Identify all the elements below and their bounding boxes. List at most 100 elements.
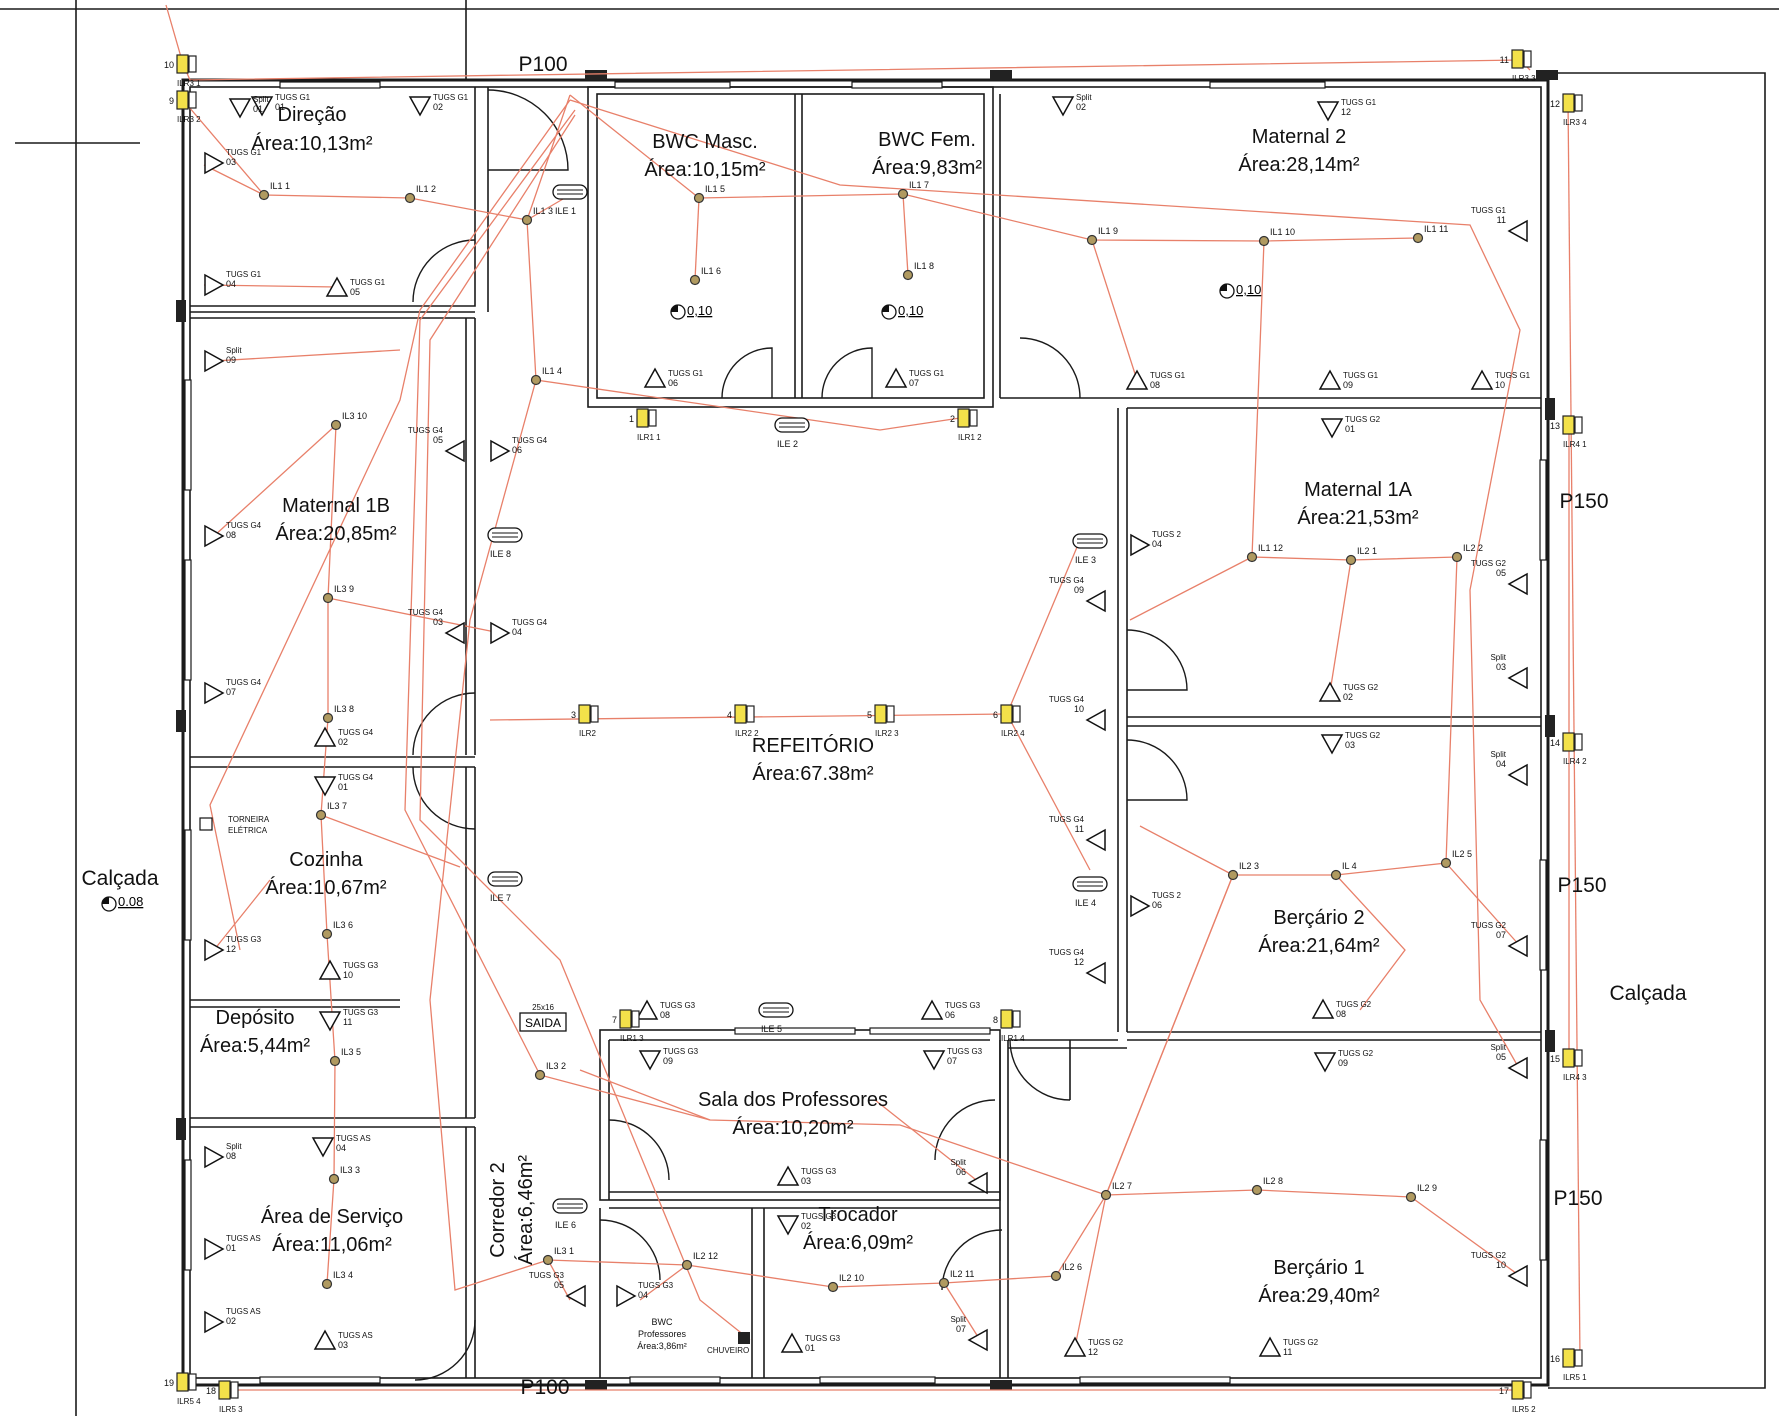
outside-labels: Calçada 0.08 Calçada (81, 867, 1686, 1005)
switch-box-icon (1511, 1380, 1524, 1400)
eletrica-label: ELÉTRICA (228, 826, 268, 835)
lamp-label: IL1 3 (533, 206, 553, 216)
lamp-point: IL1 3 (521, 206, 553, 226)
outlet-triangle-icon (444, 621, 465, 645)
outlet-symbol: TUGS 206 (1130, 891, 1181, 918)
outlet-type: TUGS G2 (1345, 415, 1381, 424)
switch-number: 8 (993, 1015, 998, 1025)
room-name: Área de Serviço (261, 1205, 403, 1228)
outlet-symbol: TUGS 204 (1130, 530, 1181, 557)
outlet-type: TUGS AS (226, 1234, 261, 1243)
saida-size: 25x16 (532, 1003, 554, 1012)
outlet-number: 05 (350, 287, 360, 297)
exterior-lamp: ILE 2 (774, 417, 810, 449)
outlet-triangle-icon (638, 1050, 662, 1071)
outlet-type: Split (950, 1158, 966, 1167)
switch-label: ILR1 1 (637, 433, 661, 442)
exterior-lamp-icon (552, 184, 588, 200)
outlet-triangle-icon (313, 1329, 337, 1350)
lamp-icon (1227, 869, 1239, 881)
outlet-number: 10 (1074, 704, 1084, 714)
switch-label: ILR3 2 (177, 115, 201, 124)
outlet-type: TUGS G2 (1471, 921, 1507, 930)
windows (184, 81, 1547, 1384)
saida-text: SAIDA (525, 1016, 561, 1030)
saida-sign: 25x16 SAIDA (519, 1003, 567, 1032)
outlet-type: TUGS G3 (638, 1281, 674, 1290)
outlet-type: Split (226, 1142, 242, 1151)
outlet-number: 07 (909, 378, 919, 388)
outlet-triangle-icon (311, 1137, 335, 1158)
exterior-lamp-icon (758, 1002, 794, 1018)
switch-plate-icon (1574, 1349, 1583, 1367)
outlet-number: 02 (1343, 692, 1353, 702)
switch-box-icon (578, 704, 591, 724)
switch-number: 9 (169, 96, 174, 106)
outlet-triangle-icon (1318, 681, 1342, 702)
switch-number: 6 (993, 710, 998, 720)
outlet-number: 10 (1496, 1260, 1506, 1270)
lamp-icon (330, 419, 342, 431)
lamp-icon (938, 1277, 950, 1289)
lamp-icon (328, 1173, 340, 1185)
outlet-type: TUGS G2 (1343, 683, 1379, 692)
outlet-type: TUGS G4 (226, 678, 262, 687)
outlet-type: Split (1490, 750, 1506, 759)
outlet-triangle-icon (204, 524, 225, 548)
exterior-lamp-label: ILE 7 (490, 893, 511, 903)
lamp-point: IL1 8 (902, 261, 934, 281)
lamp-point: IL2 11 (938, 1269, 974, 1289)
outlet-type: TUGS G1 (909, 369, 945, 378)
outlet-number: 04 (336, 1143, 346, 1153)
building-walls (181, 78, 1550, 1387)
outlet-number: 08 (1336, 1009, 1346, 1019)
outlet-triangle-icon (1130, 533, 1151, 557)
lamp-point: IL3 6 (321, 920, 353, 940)
lamp-point: IL1 9 (1086, 226, 1118, 246)
outlet-triangle-icon (922, 1050, 946, 1071)
calcada-right: Calçada (1609, 982, 1686, 1005)
room-name: Maternal 1B (282, 495, 390, 517)
lamp-point: IL2 7 (1100, 1181, 1132, 1201)
outlet-type: TUGS G1 (226, 270, 262, 279)
lamp-point: IL 4 (1330, 861, 1357, 881)
outlet-triangle-icon (1470, 369, 1494, 390)
outlet-triangle-icon (1507, 934, 1528, 958)
lamp-icon (521, 214, 533, 226)
outlet-type: TUGS G3 (801, 1167, 837, 1176)
chuveiro-label: CHUVEIRO (707, 1346, 749, 1355)
outlet-triangle-icon (204, 273, 225, 297)
outlet-number: 06 (956, 1167, 966, 1177)
outlet-triangle-icon (776, 1215, 800, 1236)
outlet-number: 01 (805, 1343, 815, 1353)
switch-box-icon (1511, 49, 1524, 69)
lamp-label: IL3 5 (341, 1047, 361, 1057)
switch-plate-icon (631, 1010, 640, 1028)
outlet-triangle-icon (1051, 96, 1075, 117)
outlet-triangle-icon (920, 999, 944, 1020)
switch-label: ILR1 3 (620, 1034, 644, 1043)
exterior-lamp: ILE 3 (1072, 533, 1108, 565)
outlet-triangle-icon (1507, 666, 1528, 690)
outlet-number: 09 (1338, 1058, 1348, 1068)
outlet-triangle-icon (1507, 763, 1528, 787)
lamp-point: IL2 1 (1345, 546, 1377, 566)
lamp-icon (827, 1281, 839, 1293)
outlet-triangle-icon (635, 999, 659, 1020)
